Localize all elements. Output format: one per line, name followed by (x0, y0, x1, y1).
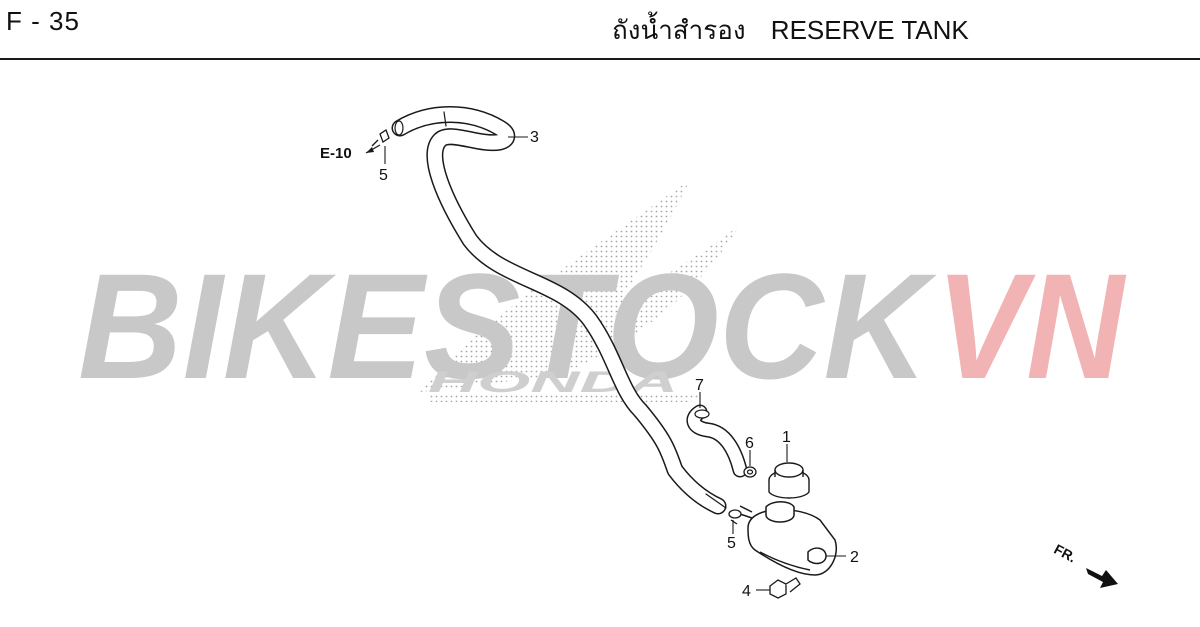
page-title: ถังน้ำสำรอง RESERVE TANK (612, 10, 969, 51)
title-english: RESERVE TANK (770, 15, 969, 45)
callout-2: 2 (850, 549, 859, 566)
callout-4: 4 (742, 583, 751, 600)
reference-label: E-10 (320, 145, 352, 162)
hose-part-3 (391, 106, 727, 515)
watermark-text-red: VN (936, 242, 1126, 410)
clip-part-5-upper (371, 129, 390, 147)
callout-6: 6 (745, 435, 754, 452)
callouts: 3 5 7 6 1 2 5 4 (379, 129, 859, 600)
front-arrow-icon (1086, 568, 1118, 588)
leader-lines (384, 136, 846, 591)
callout-5-upper: 5 (379, 167, 388, 184)
direction-label: FR. (1052, 541, 1079, 566)
callout-7: 7 (695, 377, 704, 394)
title-thai: ถังน้ำสำรอง (612, 15, 746, 45)
callout-5-lower: 5 (727, 535, 736, 552)
reference-e10: E-10 (320, 144, 381, 162)
reference-arrow-icon (366, 147, 374, 153)
tube-part-7 (686, 404, 748, 478)
clip-part-5-lower (728, 509, 742, 525)
header-divider (0, 58, 1200, 60)
cap-part-1 (768, 462, 810, 499)
front-direction: FR. (1052, 541, 1118, 588)
callout-3: 3 (530, 129, 539, 146)
callout-1: 1 (782, 429, 791, 446)
bolt-part-4 (769, 577, 801, 599)
page-code: F - 35 (6, 6, 80, 36)
watermark-brand: HONDA (428, 366, 678, 399)
clip-part-6 (743, 466, 757, 478)
reserve-tank-part-2 (739, 501, 837, 576)
